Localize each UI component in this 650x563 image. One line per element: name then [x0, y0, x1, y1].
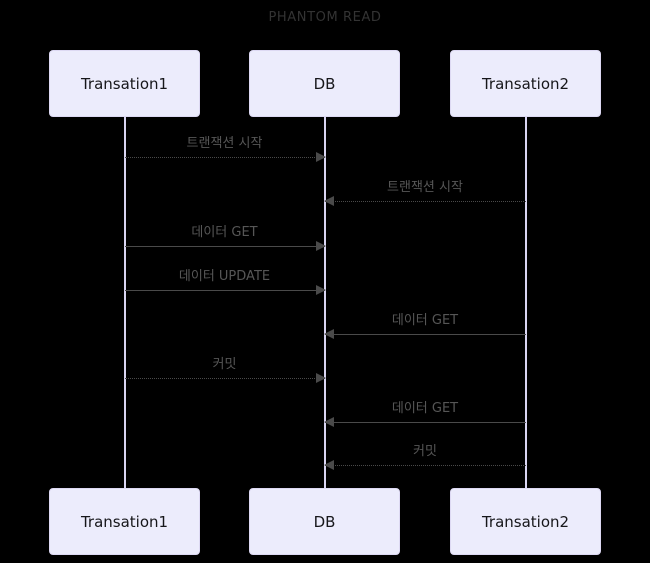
arrowhead-left-icon [323, 460, 334, 470]
message-line-dotted [124, 378, 325, 379]
participant-label: DB [313, 512, 336, 531]
message-line-dotted [124, 157, 325, 158]
participant-box-t2-header[interactable]: Transation2 [450, 50, 601, 117]
lifeline-db [323, 117, 326, 488]
participant-label: Transation2 [481, 512, 570, 531]
message-line-dotted [324, 465, 526, 466]
arrowhead-right-icon [315, 152, 326, 162]
participant-box-t1-footer[interactable]: Transation1 [49, 488, 200, 555]
participant-box-t2-footer[interactable]: Transation2 [450, 488, 601, 555]
message-label: 트랜잭션 시작 [186, 135, 263, 151]
participant-label: Transation2 [481, 74, 570, 93]
message-label: 트랜잭션 시작 [387, 179, 463, 195]
arrowhead-left-icon [323, 329, 334, 339]
message-label: 데이터 GET [191, 224, 258, 240]
message-line-solid [324, 334, 526, 335]
participant-label: Transation1 [80, 74, 169, 93]
participant-box-db-header[interactable]: DB [249, 50, 400, 117]
message-label: 데이터 GET [391, 400, 459, 416]
message-label: 데이터 UPDATE [178, 268, 271, 284]
message-line-solid [124, 246, 325, 247]
message-label: 커밋 [413, 443, 437, 459]
message-line-dotted [324, 201, 526, 202]
participant-label: Transation1 [80, 512, 169, 531]
participant-box-db-footer[interactable]: DB [249, 488, 400, 555]
arrowhead-right-icon [315, 373, 326, 383]
participant-label: DB [313, 74, 336, 93]
message-line-solid [324, 422, 526, 423]
lifeline-t2 [524, 117, 527, 488]
message-line-solid [124, 290, 325, 291]
arrowhead-left-icon [323, 417, 334, 427]
message-label: 커밋 [212, 356, 237, 372]
arrowhead-left-icon [323, 196, 334, 206]
lifeline-t1 [123, 117, 126, 488]
page-title: PHANTOM READ [268, 10, 382, 25]
participant-box-t1-header[interactable]: Transation1 [49, 50, 200, 117]
message-label: 데이터 GET [391, 312, 459, 328]
arrowhead-right-icon [315, 285, 326, 295]
arrowhead-right-icon [315, 241, 326, 251]
